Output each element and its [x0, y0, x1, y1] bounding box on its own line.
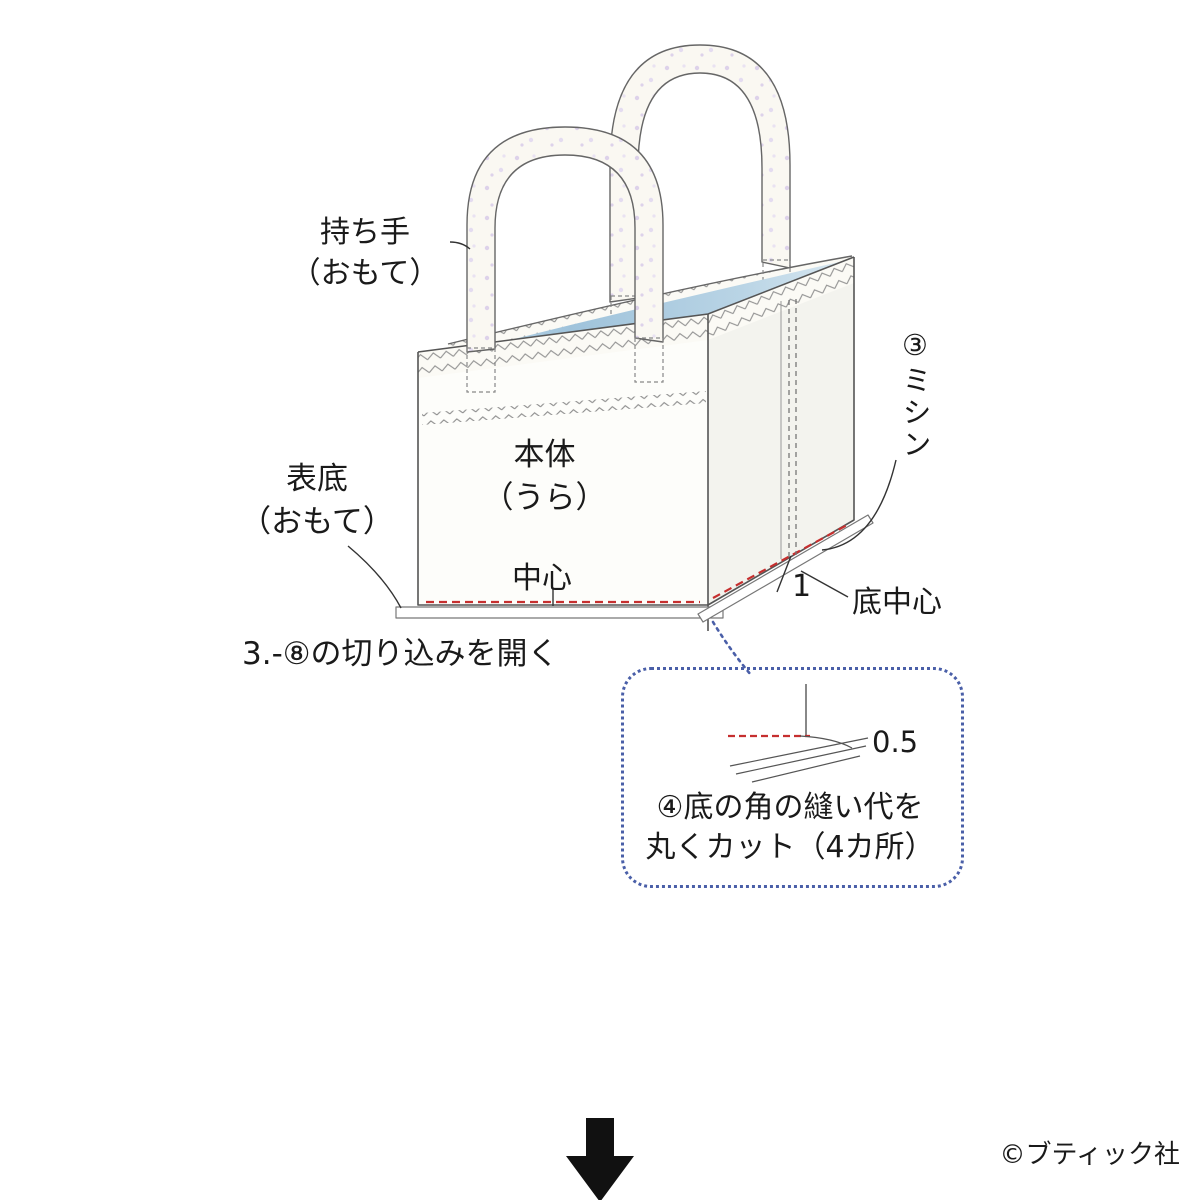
- bottom-center-label: 底中心: [852, 585, 942, 620]
- machine-stitch-pointer-line: [821, 459, 897, 551]
- pointer-lines: [347, 241, 897, 609]
- machine-stitch-label: ③ミシン: [898, 328, 933, 461]
- outer-bottom-label: 表底 （おもて）: [240, 461, 394, 540]
- body-label: 本体 （うら）: [482, 437, 607, 516]
- callout-connector-line: [711, 620, 753, 677]
- handle-pointer-line: [449, 241, 471, 250]
- bottom-center-pointer-line: [800, 570, 849, 598]
- arrow-down-icon: [566, 1118, 634, 1200]
- outer-bottom-pointer-line: [347, 545, 402, 609]
- front-handle-stitch-right: [634, 337, 664, 383]
- one-cm-tick: [776, 555, 792, 593]
- handle-label: 持ち手 （おもて）: [290, 215, 440, 292]
- front-handle: [466, 126, 664, 393]
- callout-box: [621, 667, 964, 888]
- red-stitch-lines: [426, 523, 850, 604]
- callout-detail: [728, 684, 869, 783]
- side-seam-stitch-lines: [780, 299, 797, 559]
- one-cm-label: 1: [792, 569, 812, 604]
- callout-note-label: ④底の角の縫い代を 丸くカット（4カ所）: [645, 790, 935, 865]
- bag-outlines: [417, 257, 855, 631]
- copyright-label: ©ブティック社: [999, 1140, 1180, 1170]
- callout-measurement-label: 0.5: [872, 725, 919, 759]
- front-handle-stitch-left: [466, 347, 496, 393]
- step-note-label: 3.-⑧の切り込みを開く: [242, 636, 559, 672]
- center-label: 中心: [512, 561, 572, 596]
- front-zigzag-stitch-line: [422, 391, 706, 425]
